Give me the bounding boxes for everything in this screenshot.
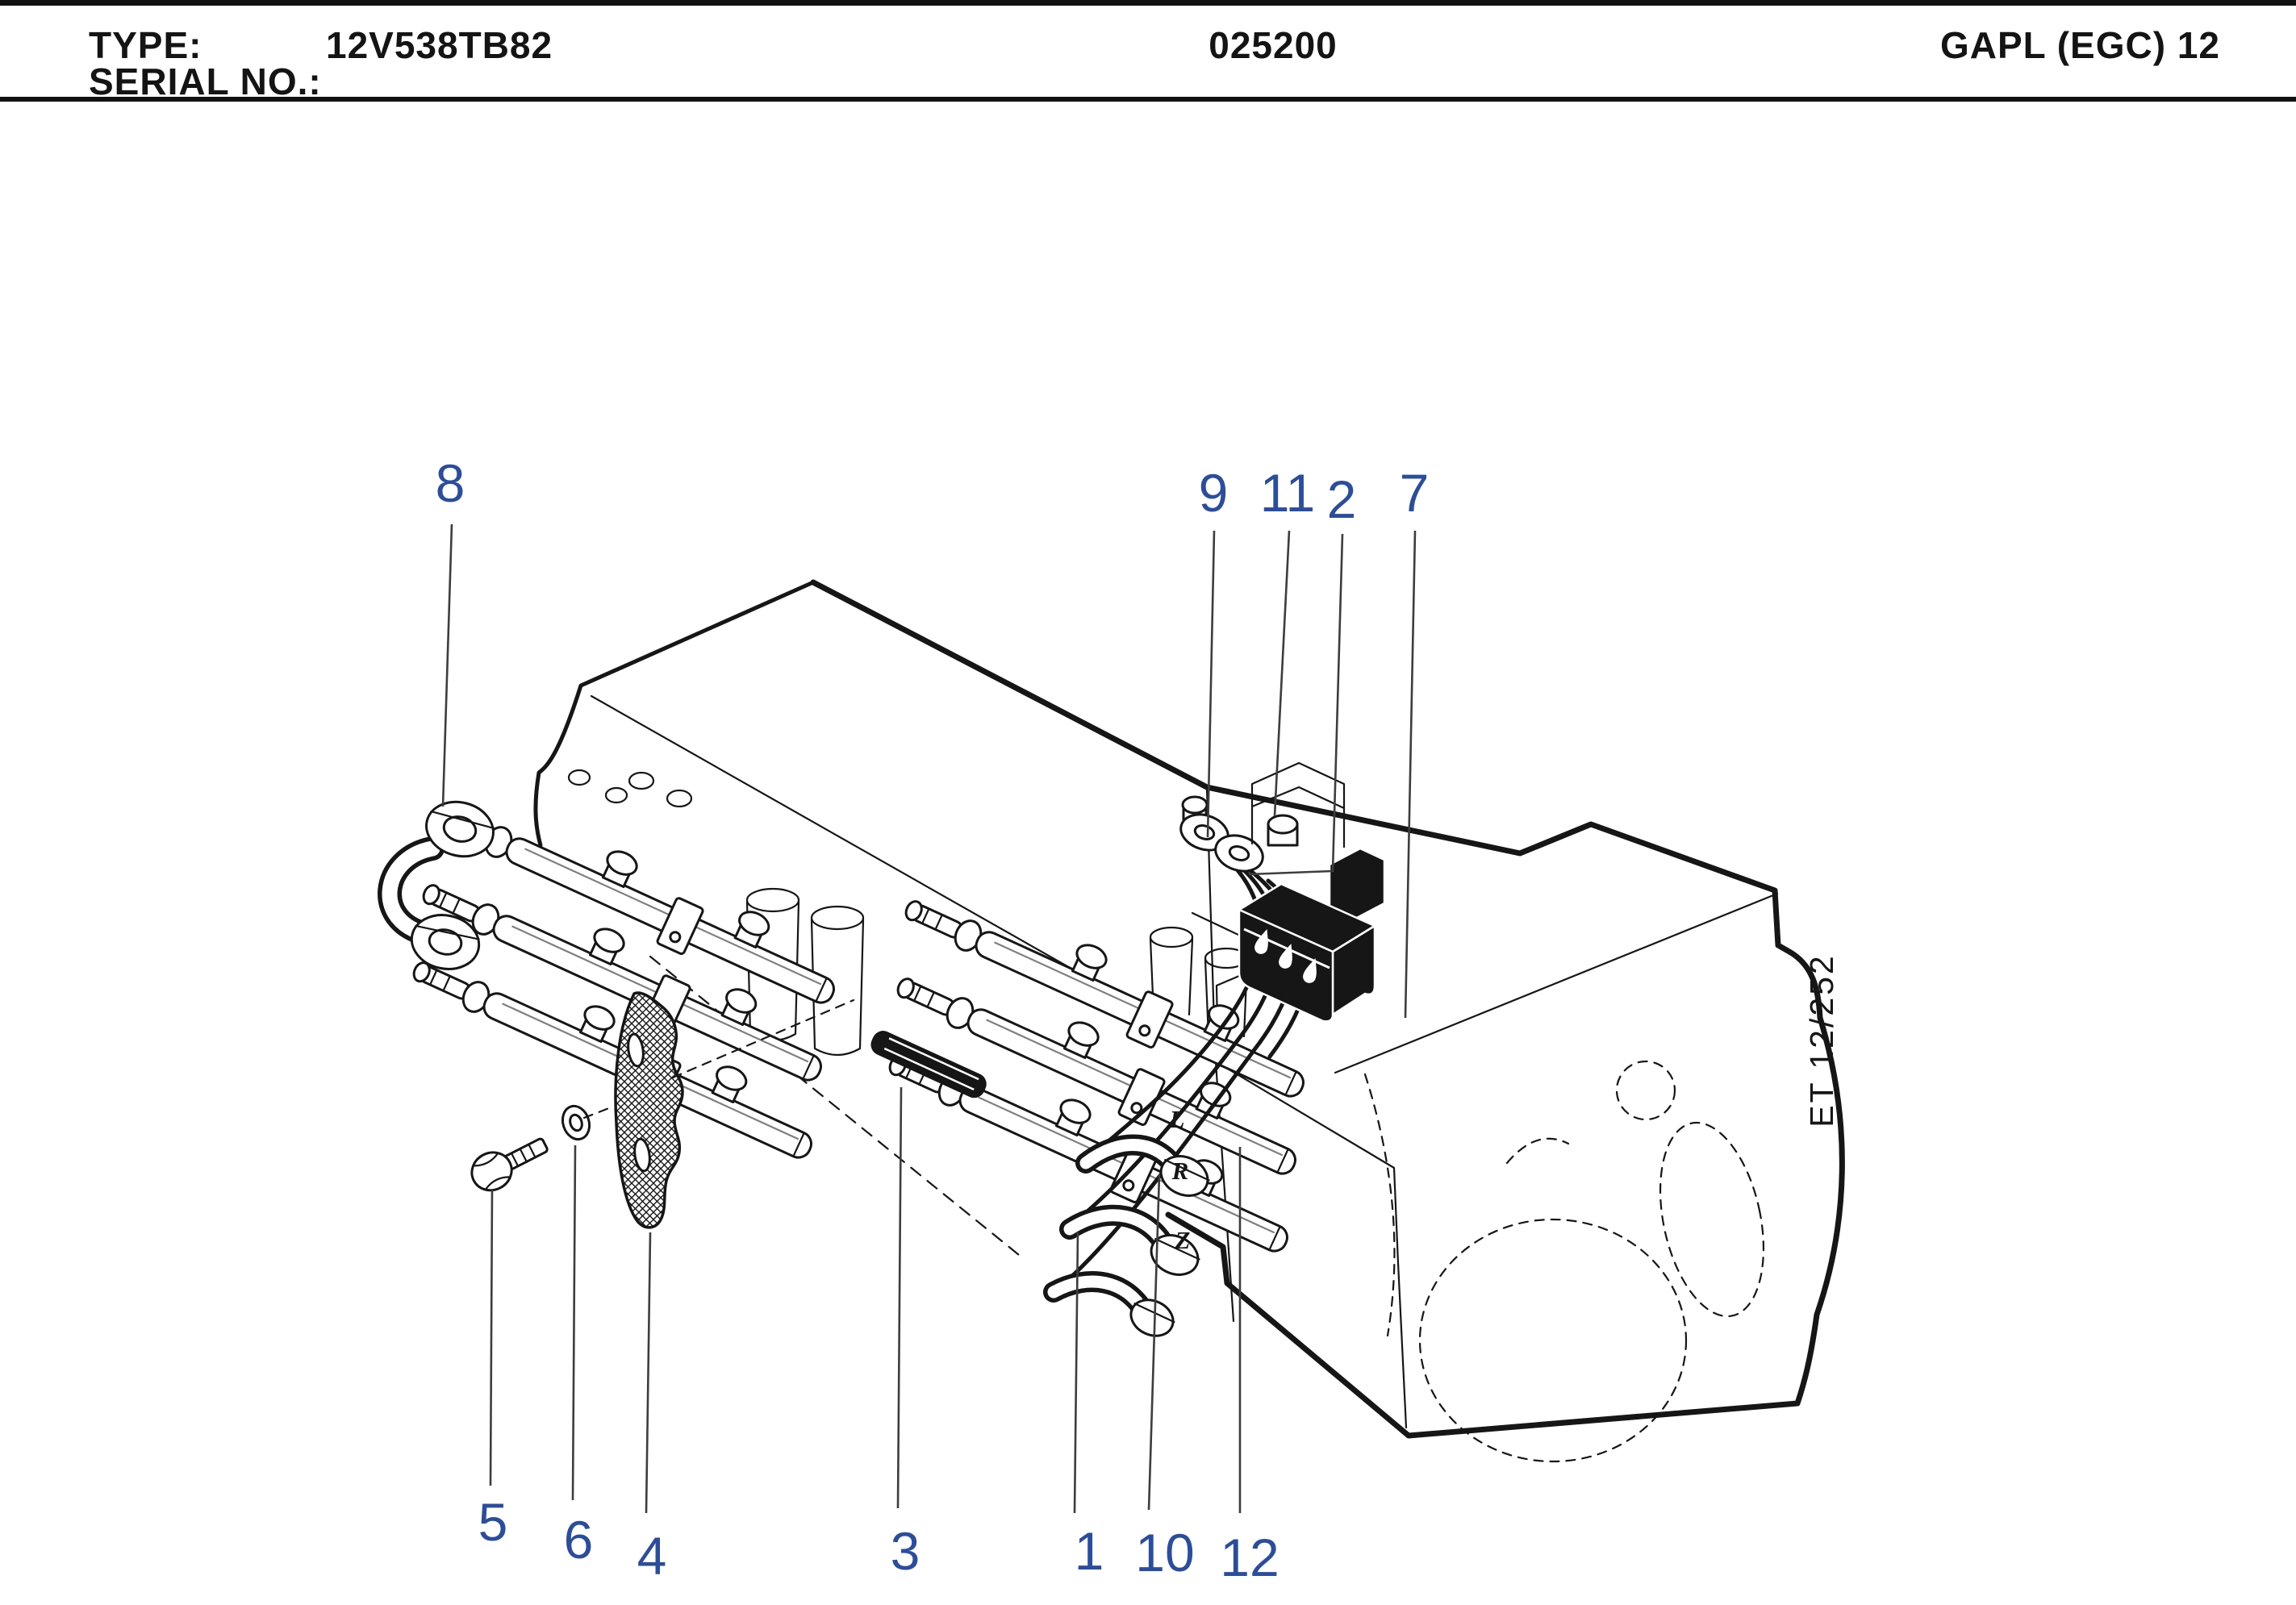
assembly-dash [671,998,855,1079]
banjo-bolts-top [1179,795,1299,873]
side-label-Z: Z [1175,1226,1191,1254]
callout-number-8: 8 [436,453,465,513]
header-rule [0,97,2296,102]
bracket-outline [1250,761,1346,848]
leader-line-5 [489,1188,494,1486]
rail-sleeve [870,1031,987,1098]
callout-number-12: 12 [1220,1528,1279,1587]
side-label-R: R [1171,1157,1189,1185]
banjo-fitting-loose [378,800,495,970]
assembly-dash [582,1105,615,1119]
distributor-block [1238,847,1386,1023]
leader-line-11 [1273,530,1291,817]
block-face-details [1363,1060,1765,1463]
hex-bolt [470,1137,549,1192]
elbow-unions [1043,1134,1210,1337]
cap-fitting [1267,814,1299,847]
serial-label: SERIAL NO.: [89,60,322,102]
callout-number-5: 5 [478,1492,508,1552]
leader-line-7 [1404,530,1417,1019]
side-label-L: L [1169,1105,1185,1133]
page-header: TYPE: 12V538TB82 SERIAL NO.: 025200 GAPL… [0,0,2296,102]
top-rule [0,0,2296,6]
type-label: TYPE: [89,24,202,66]
clamp-plate [614,991,684,1229]
group-code: 025200 [1209,24,1338,66]
sheet-code: ET 12/252 [1803,953,1840,1127]
callout-number-7: 7 [1400,463,1430,523]
callout-number-10: 10 [1135,1523,1194,1582]
leader-line-4 [645,1232,652,1514]
bank-side-labels: LR Z [1169,1105,1191,1254]
leader-line-6 [571,1144,577,1501]
callout-number-6: 6 [564,1510,594,1570]
callout-number-9: 9 [1199,463,1229,523]
callout-number-1: 1 [1075,1521,1104,1581]
callout-number-3: 3 [891,1521,920,1581]
callout-number-4: 4 [637,1526,667,1586]
callout-number-11: 11 [1260,463,1316,523]
callout-number-2: 2 [1327,469,1357,529]
leader-line-9 [1206,530,1216,838]
type-value: 12V538TB82 [326,24,553,66]
washer [561,1104,591,1141]
leader-line-3 [896,1086,903,1509]
leader-line-2 [1248,533,1344,876]
leader-line-1 [1073,1232,1079,1514]
leader-line-8 [441,523,453,807]
catalog-code: GAPL (EGC) 12 [1940,24,2220,66]
leader-line-10 [1147,1174,1161,1511]
